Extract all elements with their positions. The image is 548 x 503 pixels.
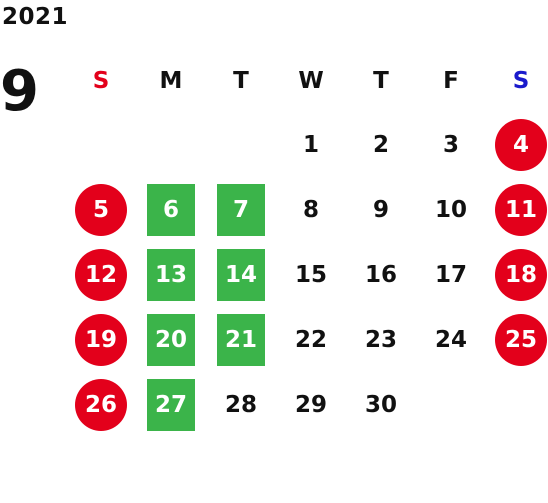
week-row: 19 20 21 22 23 24 25 — [66, 307, 548, 372]
day-number-normal: 1 — [302, 131, 319, 158]
day-cell[interactable]: 1 — [276, 112, 346, 177]
day-number-normal: 24 — [434, 326, 467, 353]
day-number-holiday: 26 — [75, 378, 127, 431]
day-number-normal: 8 — [302, 196, 319, 223]
day-cell[interactable]: 16 — [346, 242, 416, 307]
day-number-normal: 10 — [434, 196, 467, 223]
day-number-normal: 3 — [442, 131, 459, 158]
weekday-header-saturday: S — [512, 67, 530, 94]
weekday-header-sunday: S — [92, 67, 110, 94]
day-cell[interactable]: 8 — [276, 177, 346, 242]
day-number-special: 27 — [147, 378, 195, 431]
day-cell[interactable]: 13 — [136, 242, 206, 307]
day-number-normal: 29 — [294, 391, 327, 418]
day-cell[interactable]: 7 — [206, 177, 276, 242]
day-cell[interactable]: 29 — [276, 372, 346, 437]
day-cell — [486, 372, 548, 437]
day-number-normal: 17 — [434, 261, 467, 288]
weekday-header-monday: M — [159, 67, 183, 94]
day-cell[interactable]: 26 — [66, 372, 136, 437]
month-number: 9 — [0, 59, 39, 124]
day-cell — [416, 372, 486, 437]
day-number-normal: 16 — [364, 261, 397, 288]
day-cell[interactable]: 25 — [486, 307, 548, 372]
day-cell[interactable]: 4 — [486, 112, 548, 177]
day-number-normal: 30 — [364, 391, 397, 418]
week-row: 12 13 14 15 16 17 18 — [66, 242, 548, 307]
day-cell[interactable]: 19 — [66, 307, 136, 372]
day-cell[interactable]: 10 — [416, 177, 486, 242]
weekday-header-wednesday: W — [298, 67, 324, 94]
day-cell[interactable]: 22 — [276, 307, 346, 372]
day-cell[interactable]: 30 — [346, 372, 416, 437]
day-cell — [66, 112, 136, 177]
day-cell[interactable]: 6 — [136, 177, 206, 242]
day-cell[interactable]: 5 — [66, 177, 136, 242]
day-number-special: 7 — [217, 183, 265, 236]
day-cell[interactable]: 14 — [206, 242, 276, 307]
day-cell[interactable]: 24 — [416, 307, 486, 372]
day-number-normal: 2 — [372, 131, 389, 158]
day-number-normal: 23 — [364, 326, 397, 353]
day-number-normal: 28 — [224, 391, 257, 418]
day-number-special: 6 — [147, 183, 195, 236]
day-number-special: 14 — [217, 248, 265, 301]
day-cell — [136, 112, 206, 177]
day-cell[interactable]: 23 — [346, 307, 416, 372]
day-number-normal: 9 — [372, 196, 389, 223]
day-number-holiday: 11 — [495, 183, 547, 236]
weekday-header-friday: F — [443, 67, 459, 94]
day-cell[interactable]: 15 — [276, 242, 346, 307]
day-number-holiday: 12 — [75, 248, 127, 301]
day-number-normal: 22 — [294, 326, 327, 353]
day-number-holiday: 25 — [495, 313, 547, 366]
day-cell[interactable]: 18 — [486, 242, 548, 307]
week-row: 1 2 3 4 — [66, 112, 548, 177]
day-cell[interactable]: 11 — [486, 177, 548, 242]
year-label: 2021 — [2, 4, 69, 30]
day-cell[interactable]: 21 — [206, 307, 276, 372]
day-number-holiday: 18 — [495, 248, 547, 301]
day-number-special: 13 — [147, 248, 195, 301]
weekday-header-thursday: T — [373, 67, 389, 94]
day-cell[interactable]: 12 — [66, 242, 136, 307]
weekday-header-row: S M T W T F S — [66, 48, 548, 112]
day-cell[interactable]: 2 — [346, 112, 416, 177]
day-number-holiday: 19 — [75, 313, 127, 366]
week-row: 26 27 28 29 30 — [66, 372, 548, 437]
day-cell[interactable]: 28 — [206, 372, 276, 437]
weekday-header-tuesday: T — [233, 67, 249, 94]
day-cell[interactable]: 3 — [416, 112, 486, 177]
day-number-special: 21 — [217, 313, 265, 366]
day-cell[interactable]: 17 — [416, 242, 486, 307]
day-cell[interactable]: 20 — [136, 307, 206, 372]
day-number-holiday: 4 — [495, 118, 547, 171]
day-number-normal: 15 — [294, 261, 327, 288]
day-number-holiday: 5 — [75, 183, 127, 236]
day-cell[interactable]: 27 — [136, 372, 206, 437]
day-cell — [206, 112, 276, 177]
day-cell[interactable]: 9 — [346, 177, 416, 242]
day-number-special: 20 — [147, 313, 195, 366]
